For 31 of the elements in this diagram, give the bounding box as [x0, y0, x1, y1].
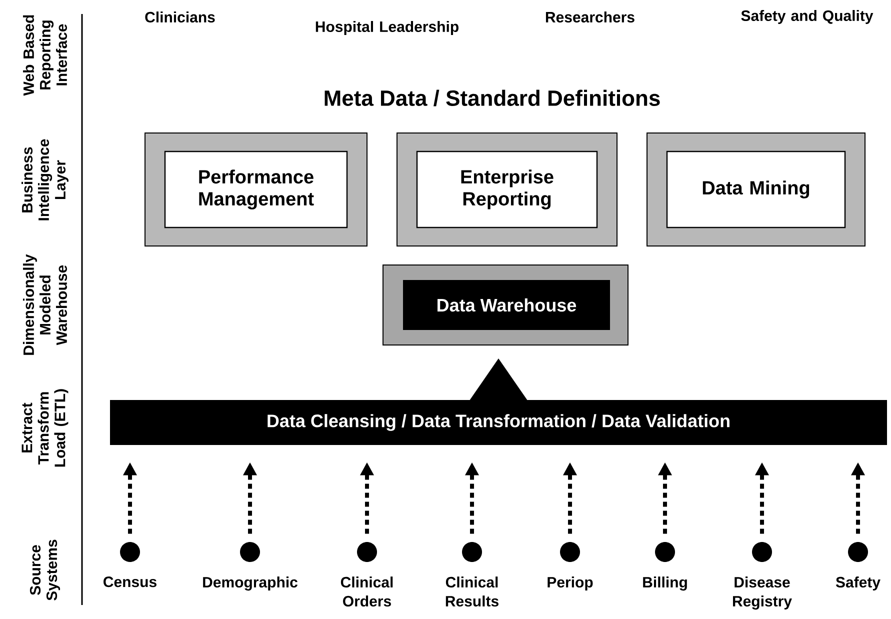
- source-label: Billing: [643, 576, 687, 591]
- source-dot: [655, 542, 675, 562]
- layer-label: Business Intelligence Layer: [22, 139, 68, 220]
- source-label: Census: [104, 576, 156, 588]
- source-dot: [240, 542, 260, 562]
- layer-label: Dimensionally Modeled Warehouse: [23, 254, 67, 355]
- source-label: Demographic: [203, 576, 298, 591]
- process-box: Data Mining: [646, 132, 866, 246]
- user-group-label: Hospital Leadership: [316, 21, 458, 35]
- layer-label: Source Systems: [30, 540, 60, 600]
- source-dot: [848, 542, 868, 562]
- source-dot: [462, 542, 482, 562]
- source-label: Safety: [836, 576, 880, 591]
- layer-label: Web Based Reporting Interface: [23, 15, 67, 96]
- source-dot: [120, 542, 140, 562]
- user-group-label: Clinicians: [145, 12, 215, 22]
- source-dot: [752, 542, 772, 562]
- source-label: Disease Registry: [733, 576, 792, 610]
- warehouse-box: Data Warehouse: [382, 264, 628, 346]
- source-label: Clinical Orders: [340, 576, 393, 607]
- arrow: [470, 358, 528, 401]
- source-label: Periop: [548, 576, 593, 591]
- layer-label: Extract Transform Load (ETL): [22, 389, 68, 467]
- source-dot: [560, 542, 580, 562]
- process-box: Enterprise Reporting: [396, 132, 618, 246]
- source-label: Clinical Results: [446, 576, 498, 607]
- heading: Meta Data / Standard Definitions: [324, 90, 660, 106]
- source-dot: [357, 542, 377, 562]
- user-group-label: Researchers: [546, 12, 634, 22]
- user-group-label: Safety and Quality: [741, 10, 874, 24]
- process-box: Performance Management: [144, 132, 368, 246]
